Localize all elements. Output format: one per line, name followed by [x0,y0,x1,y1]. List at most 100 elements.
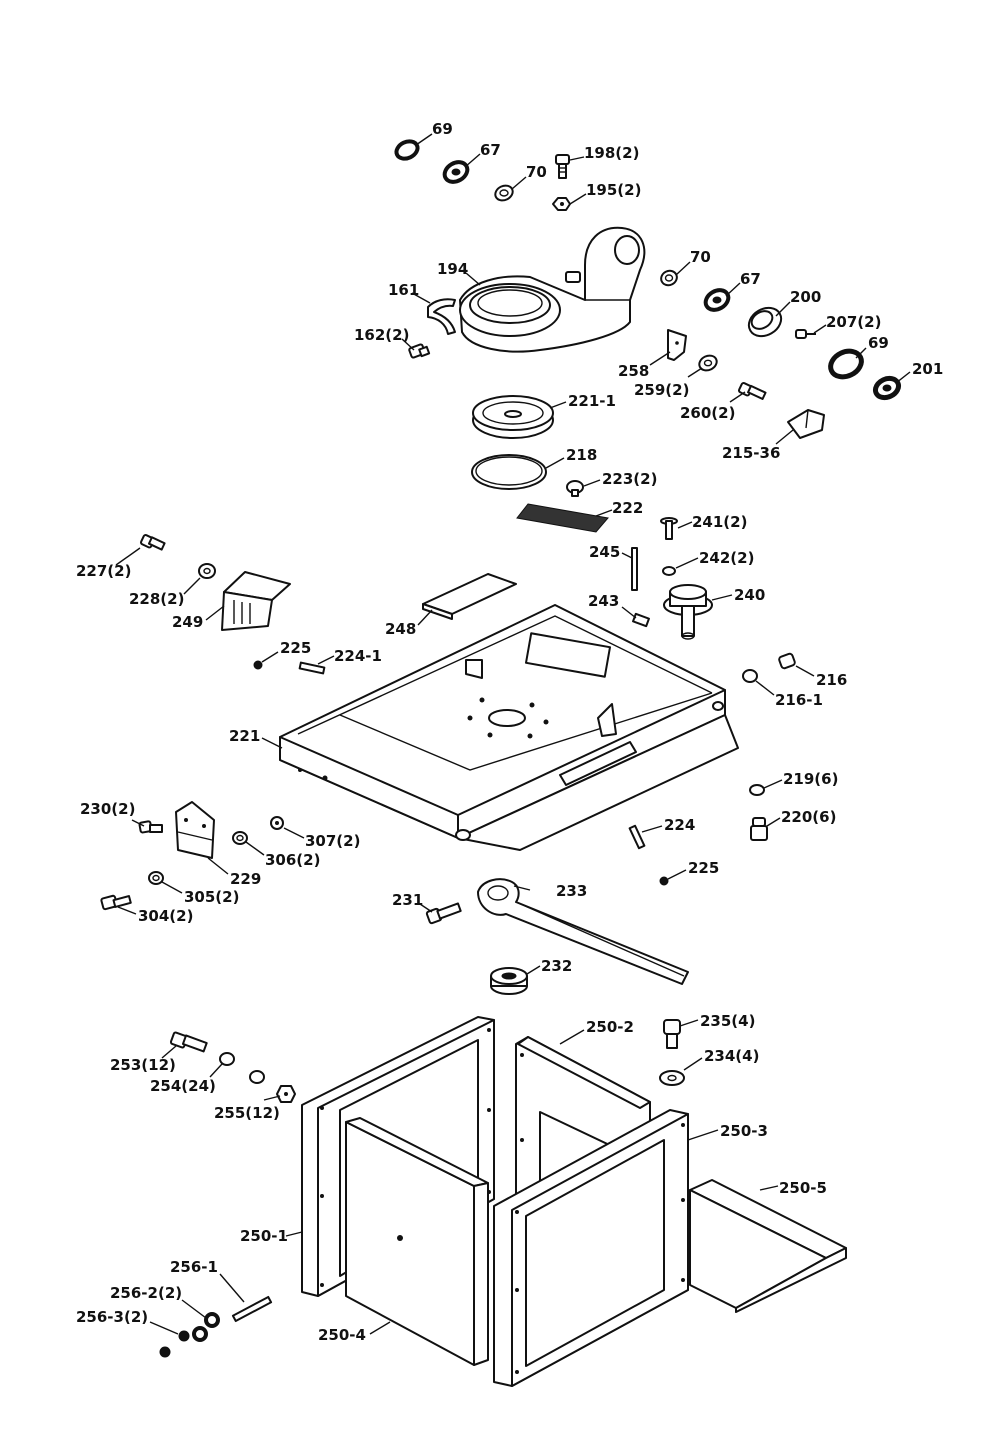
callout-223: 223(2) [602,470,658,488]
callout-69-top: 69 [432,120,453,138]
callout-228: 228(2) [129,590,185,608]
callout-194: 194 [437,260,469,278]
callout-219: 219(6) [783,770,839,788]
callout-250-1: 250-1 [240,1227,288,1245]
callout-198: 198(2) [584,144,640,162]
callout-200: 200 [790,288,822,306]
callout-243: 243 [588,592,620,610]
callout-256-2: 256-2(2) [110,1284,183,1302]
callout-254: 254(24) [150,1077,216,1095]
callout-245: 245 [589,543,621,561]
callout-259: 259(2) [634,381,690,399]
callout-218: 218 [566,446,598,464]
callout-195: 195(2) [586,181,642,199]
part-249-bracket-plate [221,571,291,631]
callout-256-1: 256-1 [170,1258,218,1276]
part-305-washer [148,871,164,885]
callout-304: 304(2) [138,907,194,925]
part-224-bolt [628,824,646,850]
callout-258: 258 [618,362,650,380]
part-256-3-cap [159,1330,190,1358]
part-220-bolt [750,817,768,841]
callout-215-36: 215-36 [722,444,781,462]
part-225-setscrew-upper [253,660,263,670]
part-250-4-left-panel [345,1117,489,1366]
part-221-base-frame [279,604,739,851]
part-223-screw [566,480,584,497]
callout-241: 241(2) [692,513,748,531]
part-248-tray [422,573,517,620]
callout-242: 242(2) [699,549,755,567]
leader-lines [115,133,911,1335]
part-233-lever-arm [477,878,689,985]
callout-67-right: 67 [740,270,761,288]
callout-216: 216 [816,671,848,689]
callout-162: 162(2) [354,326,410,344]
callout-307: 307(2) [305,832,361,850]
part-254-washer [219,1052,265,1084]
callout-249: 249 [172,613,204,631]
part-227-screw [140,534,166,551]
part-219-washer [749,784,765,796]
callout-248: 248 [385,620,417,638]
callout-233: 233 [556,882,588,900]
part-215-36-switch [787,409,825,439]
callout-255: 255(12) [214,1104,280,1122]
part-201-bearing-right [872,375,902,401]
part-162-screw [408,343,431,359]
callout-220: 220(6) [781,808,837,826]
part-222-label-mesh [516,503,609,533]
callout-221: 221 [229,727,261,745]
part-161-scale-strip [427,298,456,335]
part-253-bolt [169,1031,208,1053]
part-207-screw [795,329,816,339]
callout-256-3: 256-3(2) [76,1308,149,1326]
part-69-ring-top [394,139,420,161]
callout-161: 161 [388,281,420,299]
part-240-motor-mount [663,584,713,640]
part-255-nut [276,1085,296,1103]
callout-305: 305(2) [184,888,240,906]
part-216-fitting [778,652,796,670]
callout-250-2: 250-2 [586,1018,634,1036]
callout-69-right: 69 [868,334,889,352]
part-69-ring-right [828,348,864,380]
part-256-1-rod [231,1295,273,1323]
callout-67-top: 67 [480,141,501,159]
part-195-nut [552,197,571,211]
callout-224: 224 [664,816,696,834]
callout-221-1: 221-1 [568,392,616,410]
part-256-2-nut [192,1312,220,1342]
part-225-setscrew-lower [659,876,669,886]
part-224-1-screw [298,661,326,675]
callout-240: 240 [734,586,766,604]
part-245-pin [631,547,638,591]
callout-250-3: 250-3 [720,1122,768,1140]
callout-216-1: 216-1 [775,691,823,709]
callout-225-upper: 225 [280,639,312,657]
part-229-bracket-plate [175,801,215,859]
part-198-screw [555,154,570,179]
part-250-3-right-side [493,1109,689,1387]
part-194-trunnion-housing [459,226,646,353]
part-218-oring [471,454,547,490]
callout-70-top: 70 [526,163,547,181]
callout-232: 232 [541,957,573,975]
part-304-screw [100,894,132,911]
callout-229: 229 [230,870,262,888]
part-235-screw [663,1019,681,1049]
part-241-screw [660,517,678,540]
callout-306: 306(2) [265,851,321,869]
callout-250-4: 250-4 [318,1326,366,1344]
part-221-1-turntable [472,395,554,439]
callout-207: 207(2) [826,313,882,331]
part-234-washer [659,1070,685,1086]
part-306-washer [232,831,248,845]
callout-201: 201 [912,360,944,378]
part-232-bearing [490,967,528,995]
part-216-1-ring [742,669,758,683]
callout-253: 253(12) [110,1056,176,1074]
part-307-nut [270,816,284,830]
